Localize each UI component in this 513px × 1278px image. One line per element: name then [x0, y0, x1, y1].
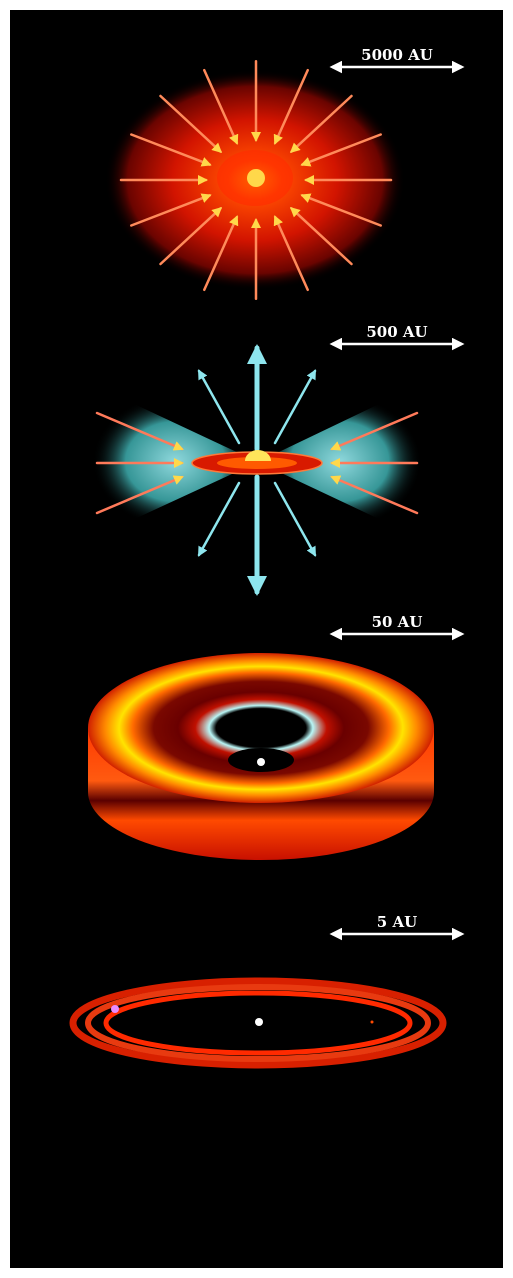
planet	[111, 1005, 119, 1013]
infall-arrow-2	[330, 411, 419, 451]
infall-arrow	[273, 68, 309, 145]
outflow-arrow-diagonal	[197, 481, 241, 557]
planet-small	[370, 1020, 374, 1024]
scale-label-3: 50 AU	[372, 613, 423, 631]
panel-4: 5 AU	[69, 913, 465, 1069]
protostar-core	[247, 169, 265, 187]
accretion-disk-inner	[217, 457, 297, 469]
scale-label-4: 5 AU	[377, 913, 417, 931]
central-star-2	[255, 1018, 263, 1026]
central-star	[257, 758, 265, 766]
infall-arrow	[300, 133, 382, 167]
panel-1: 5000 AU	[105, 46, 465, 301]
infall-arrow	[203, 215, 239, 292]
outflow-arrows	[197, 344, 317, 596]
infall-arrow	[300, 193, 382, 227]
panel-2: 500 AU	[92, 323, 465, 596]
infall-arrow	[130, 193, 212, 227]
outflow-arrow-diagonal	[273, 369, 317, 445]
infall-arrow	[159, 94, 223, 154]
infall-arrow-2	[330, 475, 419, 515]
infall-arrow	[289, 206, 353, 266]
infall-arrow	[203, 68, 239, 145]
middle-ring	[85, 984, 431, 1062]
infall-arrow	[130, 133, 212, 167]
infall-arrow	[159, 206, 223, 266]
protoplanetary-disk	[88, 653, 434, 803]
infall-arrows-2	[95, 411, 419, 515]
infall-arrows	[119, 59, 393, 301]
infall-arrow	[289, 94, 353, 154]
panel-3: 50 AU	[88, 613, 465, 860]
infall-arrow-2	[95, 475, 184, 515]
infall-arrow-2	[95, 411, 184, 451]
outflow-arrow-diagonal	[273, 481, 317, 557]
infall-arrow	[273, 215, 309, 292]
scale-label-2: 500 AU	[366, 323, 427, 341]
outer-ring	[69, 977, 447, 1069]
scale-label-1: 5000 AU	[361, 46, 433, 64]
outflow-arrow-diagonal	[197, 369, 241, 445]
protostar	[245, 450, 271, 461]
